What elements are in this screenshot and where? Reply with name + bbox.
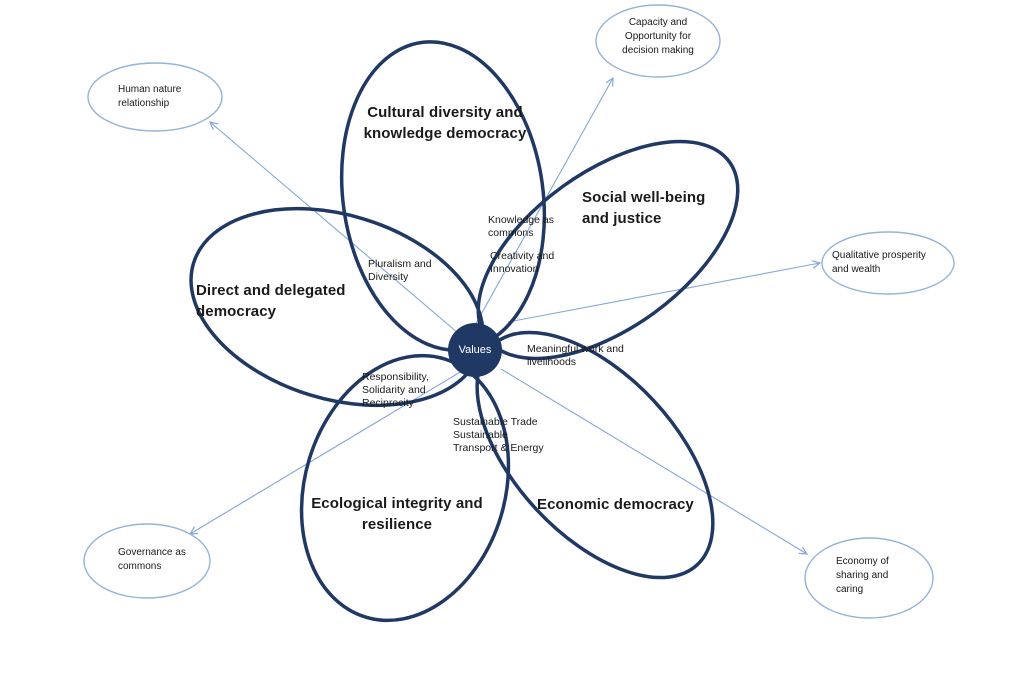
satellite-qualitative-prosperity-ellipse [821, 231, 955, 295]
satellite-label-economy-of-sharing: Economy of sharing and caring [836, 556, 889, 595]
satellite-human-nature-ellipse [87, 62, 223, 132]
arrow-to-human-nature [210, 122, 459, 334]
overlap-label-knowledge-as-commons: Knowledge as commons [488, 214, 554, 239]
petal-title-economic-democracy: Economic democracy [537, 496, 694, 513]
satellite-label-human-nature: Human nature relationship [118, 84, 182, 109]
overlap-label-sustainable-trade: Sustainable Trade Sustainable Transport … [453, 416, 544, 454]
overlap-label-meaningful-work: Meaningful work and livelihoods [527, 343, 624, 368]
petal-title-direct-democracy: Direct and delegated democracy [196, 282, 346, 320]
petal-title-ecological-integrity: Ecological integrity and resilience [311, 495, 483, 533]
overlap-label-pluralism-diversity: Pluralism and Diversity [368, 258, 432, 283]
values-label: Values [458, 344, 492, 356]
petal-ecological-integrity-outline [299, 353, 511, 623]
petal-cultural-diversity-outline [339, 40, 547, 352]
arrow-to-governance-as-commons [190, 370, 463, 534]
values-circle [448, 323, 502, 377]
overlap-label-responsibility-solidarity: Responsibility, Solidarity and Reciproci… [362, 371, 429, 409]
petal-title-social-wellbeing: Social well-being and justice [582, 189, 706, 227]
overlap-label-creativity-innovation: Creativity and Innovation [490, 250, 555, 275]
satellite-economy-of-sharing-ellipse [804, 537, 934, 619]
arrow-to-economy-of-sharing [500, 368, 807, 554]
arrow-to-qualitative-prosperity [507, 263, 820, 323]
satellite-label-governance-commons: Governance as commons [118, 547, 186, 572]
satellite-label-qualitative-prosperity: Qualitative prosperity and wealth [832, 250, 926, 275]
petal-title-cultural-diversity: Cultural diversity and knowledge democra… [363, 104, 527, 142]
satellite-governance-commons-ellipse [83, 523, 211, 599]
satellite-capacity-opportunity-ellipse [595, 4, 721, 78]
satellite-label-capacity-opportunity: Capacity and Opportunity for decision ma… [622, 17, 694, 56]
